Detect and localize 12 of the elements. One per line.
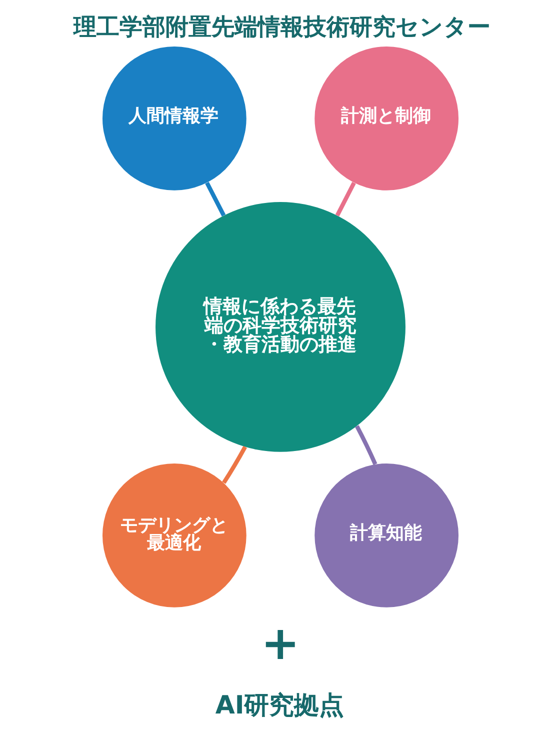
connector [334, 182, 356, 216]
node-circle: 計測と制御 [314, 46, 458, 190]
diagram-title: 理工学部附置先端情報技術研究センター [73, 14, 490, 41]
node-circle: 情報に係わる最先端の科学技術研究・教育活動の推進 [155, 202, 405, 452]
connector [222, 446, 246, 484]
label: + [260, 616, 300, 670]
node-circle: モデリングと最適化 [102, 463, 246, 608]
connector [354, 425, 377, 466]
connector [204, 182, 226, 216]
node-circle: 人間情報学 [102, 46, 246, 190]
node-circle: 計算知能 [314, 463, 458, 608]
label: AI研究拠点 [214, 690, 344, 720]
